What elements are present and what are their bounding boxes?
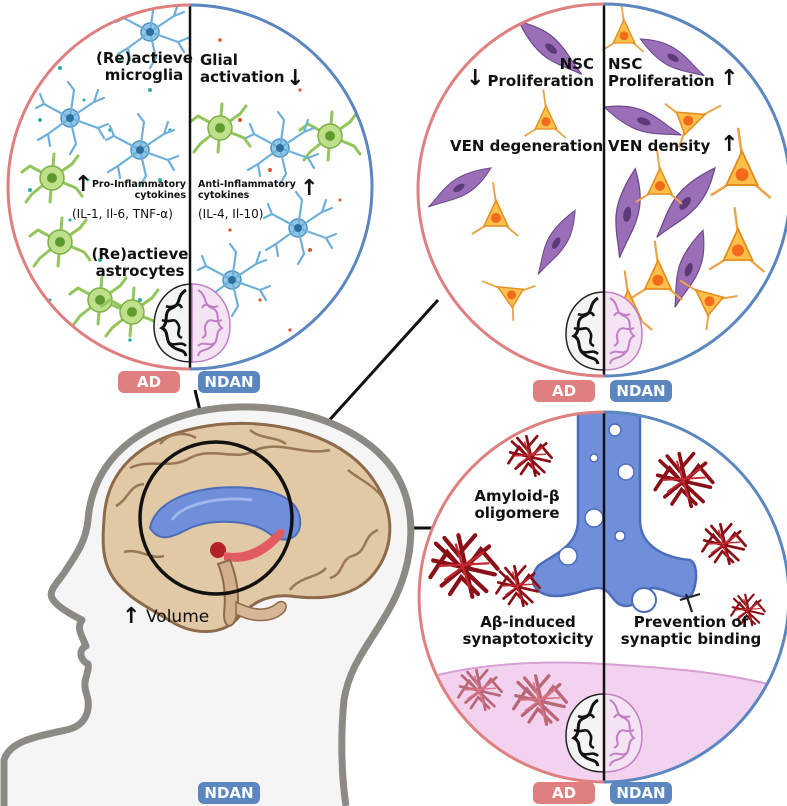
head-illustration [0,403,415,806]
up-arrow-icon: ↑ [74,172,93,197]
pro-inflammatory-list: (IL-1, Il-6, TNF-α) [72,207,173,221]
ad-badge: AD [533,782,595,804]
ad-badge: AD [533,380,595,402]
ndan-badge: NDAN [610,380,672,402]
prevention-synaptic-binding-label: Prevention of synaptic binding [620,613,762,649]
down-arrow-icon: ↓ [466,66,485,91]
anti-inflammatory-list: (IL-4, Il-10) [198,207,264,221]
up-arrow-icon: ↑ [720,66,739,91]
panel-glial-circle [6,3,374,371]
glial-activation-label: Glial activation [200,51,285,87]
nsc-proliferation-ndan-label: NSC Proliferation [608,55,715,91]
nsc-proliferation-ad-label: NSC Proliferation [487,55,595,91]
panel-ven-circle [416,2,787,378]
ndan-badge: NDAN [610,782,672,804]
ad-badge: AD [118,371,180,393]
synaptotoxicity-label: Aβ-induced synaptotoxicity [462,613,594,649]
ven-density-label: VEN density [608,137,711,155]
panel-amyloid-circle [417,410,787,784]
ndan-badge: NDAN [198,371,260,393]
amyloid-oligomere-label: Amyloid-β oligomere [474,487,560,523]
up-arrow-icon: ↑ [720,132,739,157]
ven-degeneration-label: VEN degeneration [450,137,604,155]
reactive-astrocytes-label: (Re)actieve astrocytes [91,245,189,281]
down-arrow-icon: ↓ [286,66,305,91]
up-arrow-icon: ↑ [300,176,319,201]
up-arrow-icon: ↑ [122,604,141,629]
pro-inflammatory-label: Pro-Inflammatory cytokines [91,179,186,201]
anti-inflammatory-label: Anti-Inflammatory cytokines [198,179,296,201]
ndan-badge: NDAN [198,782,260,804]
reactive-microglia-label: (Re)actieve microglia [96,49,193,85]
volume-label: Volume [146,607,210,627]
